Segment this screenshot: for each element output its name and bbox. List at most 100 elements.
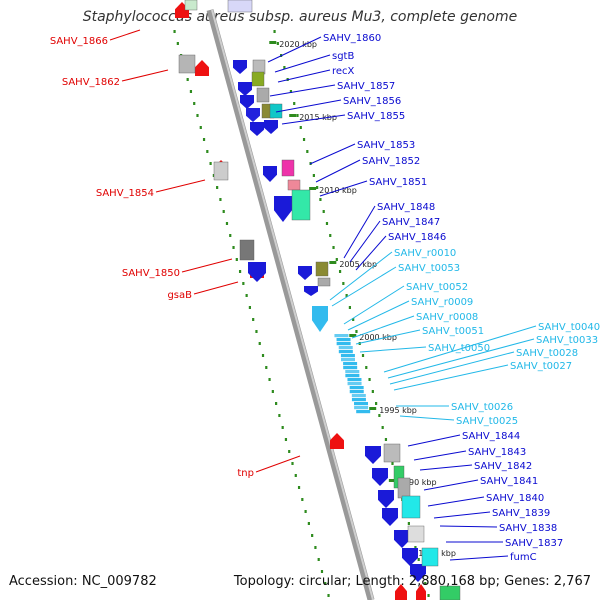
leader-line (449, 555, 509, 561)
dotted-track-right-inner (316, 186, 319, 189)
dotted-track-right-inner (276, 42, 279, 45)
gene-label-right: SAHV_r0010 (394, 248, 456, 259)
dotted-track-right-inner (293, 102, 296, 105)
dotted-track-left-outer (176, 42, 179, 45)
gene-glyph-grey (383, 443, 401, 463)
leader-line (319, 180, 368, 197)
gene-label-right: SAHV_1838 (499, 523, 557, 534)
gene-glyph-trna (349, 386, 364, 390)
gene-glyph-blue (263, 166, 277, 182)
dotted-track-left-outer (261, 354, 265, 357)
dotted-track-left-outer (235, 258, 238, 261)
gene-glyph-trna (345, 374, 360, 378)
leader-line (393, 364, 509, 391)
gene-glyph-olive (315, 261, 329, 277)
dotted-track-right-inner (384, 438, 388, 441)
gene-glyph-trna (343, 362, 358, 366)
gene-glyph-trna (354, 402, 369, 406)
dotted-track-left-outer (193, 102, 196, 105)
gene-glyph-trna (341, 358, 356, 362)
kbp-tick-label: 1995 kbp (379, 406, 417, 415)
dotted-track-right-inner (296, 114, 299, 117)
gene-glyph-trna (351, 394, 366, 398)
dotted-track-left-outer (199, 126, 202, 129)
leader-line (309, 143, 356, 165)
dotted-track-right-inner (348, 306, 352, 309)
gene-glyph-red (395, 584, 407, 600)
gene-glyph-pale (184, 0, 198, 11)
kbp-tick-label: 1990 kbp (399, 478, 437, 487)
gene-glyph-trna (347, 378, 362, 382)
leader-line (389, 351, 515, 385)
dotted-track-left-outer (252, 318, 255, 321)
gene-glyph-grey (397, 477, 411, 499)
gene-glyph-trna (356, 410, 371, 414)
leader-line (355, 329, 421, 345)
gene-label-right: SAHV_1841 (480, 476, 538, 487)
backbone-line (206, 9, 375, 600)
gene-glyph-blue (240, 95, 254, 109)
gene-glyph-blue (238, 82, 252, 96)
dotted-track-left-outer (219, 198, 222, 201)
dotted-track-right-inner (407, 522, 410, 525)
leader-line (121, 69, 169, 82)
gene-glyph-trna (345, 370, 360, 374)
leader-line (419, 464, 473, 471)
gene-glyph-trna (340, 354, 355, 358)
gene-label-left: SAHV_1866 (50, 36, 108, 47)
dotted-track-right-inner (424, 582, 427, 585)
dotted-track-left-outer (232, 246, 235, 249)
gene-glyph-trna (343, 366, 358, 370)
leader-line (329, 251, 393, 301)
gene-glyph-magenta (281, 159, 295, 177)
gene-glyph (251, 71, 265, 87)
kbp-tick-label: 2015 kbp (299, 113, 337, 122)
leader-line (275, 99, 342, 113)
gene-glyph-green (291, 189, 311, 221)
gene-label-right: SAHV_1846 (388, 232, 446, 243)
dotted-track-right-inner (427, 594, 430, 597)
leader-line (355, 235, 387, 271)
accession-label: Accession: NC_009782 (9, 574, 157, 589)
gene-glyph-blue (372, 468, 388, 486)
kbp-tick (349, 334, 357, 337)
gene-label-left: SAHV_1862 (62, 77, 120, 88)
dotted-track-right-inner (345, 294, 348, 297)
gene-glyph-blue (246, 108, 260, 122)
gene-label-right: SAHV_t0033 (536, 335, 598, 346)
gene-glyph-green (439, 585, 461, 600)
dotted-track-right-inner (391, 462, 394, 465)
leader-line (331, 266, 397, 307)
leader-line (387, 338, 535, 379)
kbp-tick-label: 2000 kbp (359, 333, 397, 342)
gene-label-right: sgtB (332, 51, 354, 62)
kbp-tick (388, 479, 396, 482)
gene-label-right: SAHV_t0026 (451, 402, 513, 413)
gene-label-right: SAHV_t0025 (456, 416, 518, 427)
leader-line (407, 434, 461, 447)
kbp-tick-label: 2020 kbp (279, 40, 317, 49)
gene-glyph-grey (213, 161, 229, 181)
dotted-track-left-outer (173, 30, 176, 33)
gene-label-right: SAHV_1839 (492, 508, 550, 519)
gene-glyph-blue (248, 262, 266, 282)
dotted-track-left-outer (301, 498, 304, 501)
gene-glyph-cyan (401, 495, 421, 519)
gene-glyph-blue (298, 266, 312, 280)
gene-label-right: SAHV_r0009 (411, 297, 473, 308)
leader-line (193, 281, 239, 295)
gene-label-right: SAHV_t0027 (510, 361, 572, 372)
gene-label-left: gsaB (167, 290, 192, 301)
leader-line (315, 159, 361, 183)
gene-glyph-grey (317, 277, 331, 287)
gene-glyph-grey (407, 525, 425, 543)
leader-line (267, 36, 322, 63)
gene-label-right: SAHV_t0040 (538, 322, 600, 333)
leader-line (383, 325, 537, 373)
gene-label-right: SAHV_1853 (357, 140, 415, 151)
gene-glyph-grey (178, 54, 196, 74)
dotted-track-right-inner (338, 270, 342, 273)
dotted-track-right-inner (371, 390, 374, 393)
dotted-track-left-outer (238, 270, 242, 273)
